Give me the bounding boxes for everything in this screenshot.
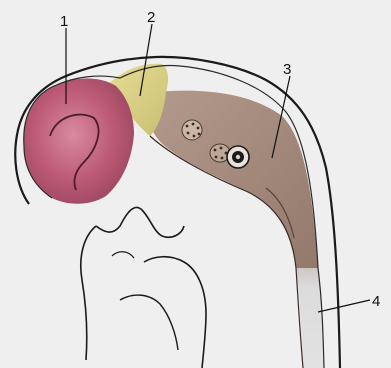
leader-line-4: [318, 300, 370, 312]
heart-bulge-outline: [144, 257, 206, 368]
eye: [227, 146, 249, 168]
branchial-arch-outline: [96, 207, 184, 237]
label-2: 2: [147, 9, 155, 26]
forebrain: [24, 79, 134, 204]
lower-body-outline: [120, 295, 178, 350]
label-4: 4: [372, 293, 380, 310]
label-3: 3: [283, 61, 291, 78]
fold-outline: [112, 252, 134, 258]
body-outline-left: [81, 226, 96, 360]
label-1: 1: [60, 13, 68, 30]
hindbrain: [150, 91, 318, 268]
otic-vesicle: [182, 120, 202, 140]
